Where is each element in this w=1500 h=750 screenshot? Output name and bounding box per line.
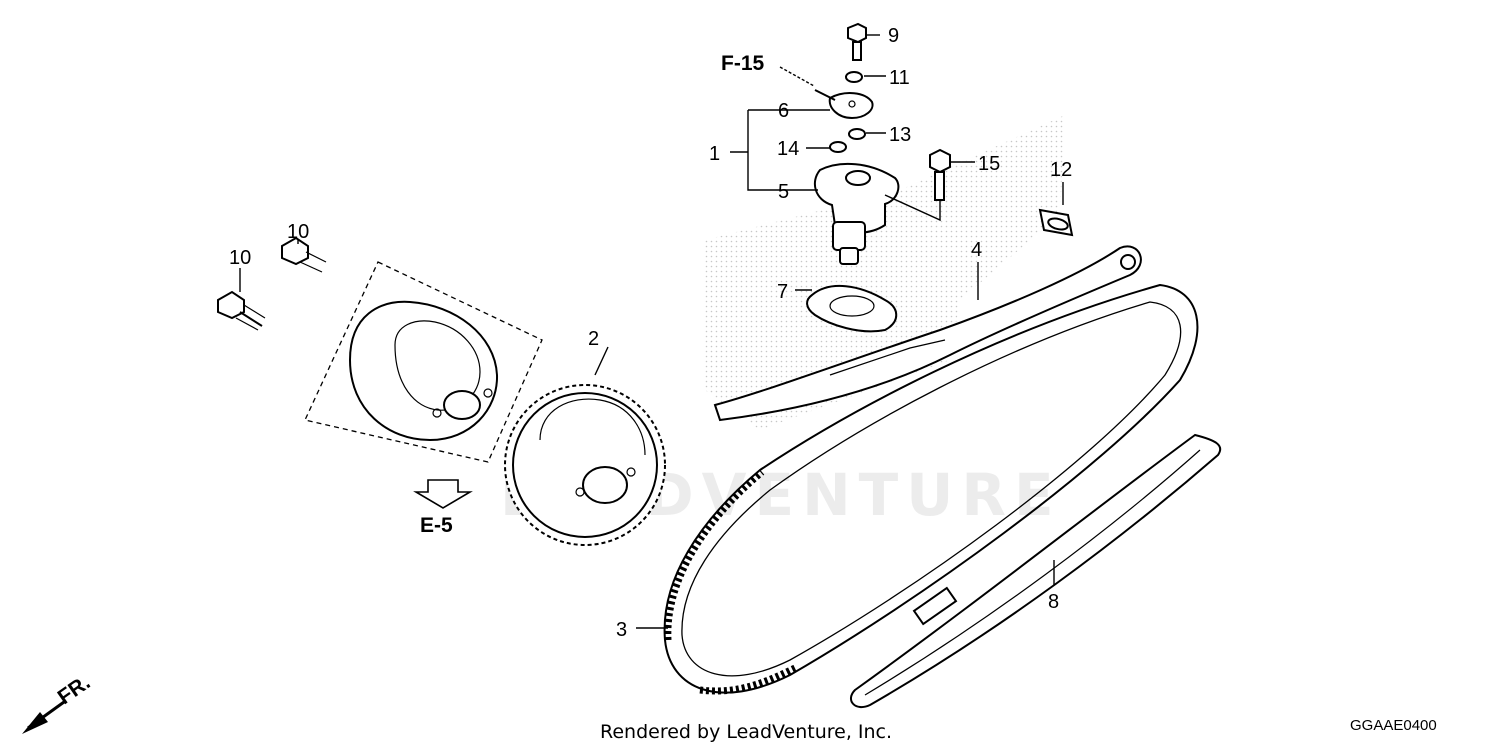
tensioner-cap <box>814 89 874 120</box>
callout-11: 11 <box>889 67 910 89</box>
chain-guide <box>850 433 1222 709</box>
callout-6: 6 <box>778 100 789 122</box>
washer-11 <box>845 71 863 83</box>
render-credit: Rendered by LeadVenture, Inc. <box>600 721 892 743</box>
callout-2: 2 <box>588 328 599 350</box>
cam-chain <box>663 283 1199 694</box>
cam-hub-dashed-frame <box>304 261 543 463</box>
diagram-code: GGAAE0400 <box>1350 717 1437 734</box>
callout-15: 15 <box>978 153 1000 175</box>
leader-lines <box>239 34 1064 629</box>
callout-9: 9 <box>888 25 899 47</box>
cam-sprocket <box>504 384 666 546</box>
callout-3: 3 <box>616 619 627 641</box>
bolt-10-left <box>217 290 266 331</box>
callout-10-left: 10 <box>229 247 251 269</box>
callout-12: 12 <box>1050 159 1072 181</box>
ref-f15: F-15 <box>721 52 765 75</box>
cam-chain-inner <box>681 301 1182 677</box>
washer-13 <box>848 128 866 140</box>
callout-4: 4 <box>971 239 982 261</box>
bolt-9 <box>847 22 867 61</box>
shading-area <box>705 115 1065 430</box>
callout-14: 14 <box>777 138 799 160</box>
callout-1: 1 <box>709 143 720 165</box>
bolt-10-right <box>281 236 327 273</box>
tensioner-lifter <box>813 162 900 265</box>
callout-7: 7 <box>777 281 788 303</box>
tensioner-arm <box>713 245 1142 422</box>
callout-10-right: 10 <box>287 221 309 243</box>
front-arrow-icon <box>22 700 65 734</box>
callout-5: 5 <box>778 181 789 203</box>
callout-8: 8 <box>1048 591 1059 613</box>
ref-e5: E-5 <box>420 514 453 537</box>
washer-14 <box>829 141 847 153</box>
e5-arrow-icon <box>413 479 473 509</box>
cam-hub <box>348 300 499 442</box>
callout-13: 13 <box>889 124 911 146</box>
collar-12 <box>1038 208 1074 237</box>
tensioner-gasket <box>806 284 898 333</box>
